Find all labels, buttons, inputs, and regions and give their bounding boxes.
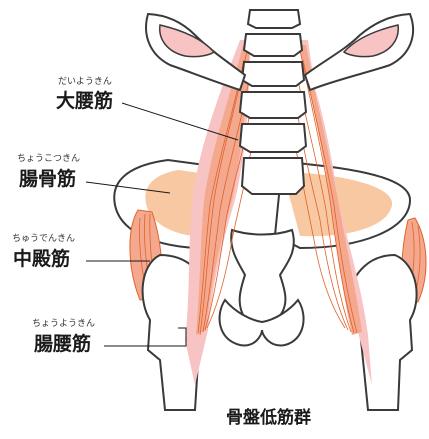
vertebra-6	[242, 158, 304, 194]
sacrum	[231, 230, 294, 325]
psoas-major-ruby: だいようきん	[58, 78, 112, 87]
vertebra-4	[240, 92, 306, 118]
lumbar-spine	[240, 10, 306, 194]
vertebra-1	[248, 10, 300, 28]
vertebra-2	[244, 34, 302, 56]
gluteus-medius-ruby: ちゅうでんきん	[12, 235, 75, 244]
iliacus-ruby: ちょうこつきん	[17, 155, 80, 164]
caption: 骨盤低筋群	[226, 410, 311, 427]
iliacus-label: 腸骨筋	[19, 170, 76, 189]
vertebra-5	[240, 124, 306, 152]
iliopsoas-ruby: ちょうようきん	[32, 320, 95, 329]
iliopsoas-label: 腸腰筋	[34, 335, 91, 354]
psoas-major-label: 大腰筋	[56, 92, 113, 111]
vertebra-3	[242, 62, 304, 86]
gluteus-medius-label: 中殿筋	[13, 250, 70, 269]
